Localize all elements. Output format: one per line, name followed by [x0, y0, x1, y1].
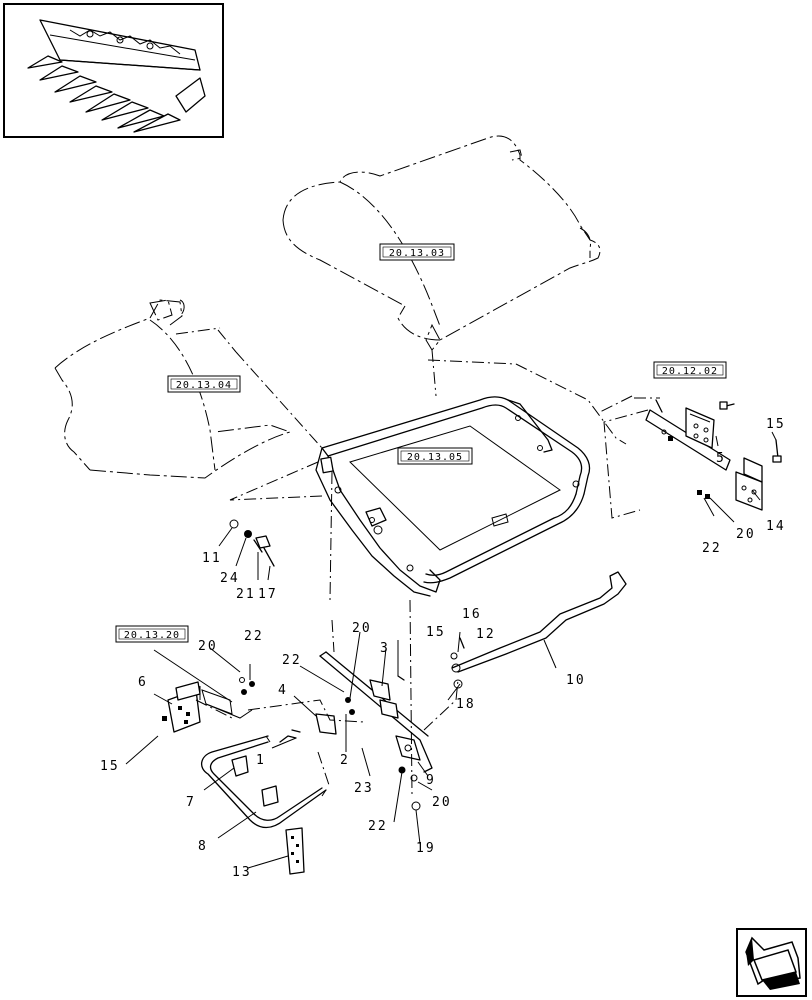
bolts-right — [668, 401, 782, 499]
callout-17: 17 — [258, 587, 278, 602]
shield-20-13-20 — [201, 677, 255, 719]
callout-15-center: 15 — [426, 625, 446, 640]
bracket-6 — [162, 681, 201, 733]
callout-20-upper-left: 20 — [198, 639, 218, 654]
plate-13 — [285, 827, 305, 875]
callout-10: 10 — [566, 673, 586, 688]
callout-2: 2 — [340, 753, 350, 768]
callout-19: 19 — [416, 841, 436, 856]
callout-9: 9 — [426, 773, 436, 788]
callout-20-center: 20 — [352, 621, 372, 636]
ref-label: 20.12.02 — [662, 366, 718, 377]
side-shield-phantom — [54, 299, 292, 479]
callout-18: 18 — [456, 697, 476, 712]
callout-22-lower: 22 — [368, 819, 388, 834]
callout-22-center: 22 — [282, 653, 302, 668]
hood-phantom — [282, 135, 601, 351]
handle-8 — [201, 735, 327, 829]
ref-box-20-13-05[interactable]: 20.13.05 — [397, 447, 473, 465]
callout-21: 21 — [236, 587, 256, 602]
callout-7: 7 — [186, 795, 196, 810]
callout-23: 23 — [354, 781, 374, 796]
ref-label: 20.13.05 — [407, 452, 463, 463]
main-frame — [315, 396, 591, 597]
callout-14: 14 — [766, 519, 786, 534]
ref-box-20-13-03[interactable]: 20.13.03 — [379, 243, 455, 261]
callout-15-left: 15 — [100, 759, 120, 774]
leader-lines — [125, 431, 777, 869]
ref-label: 20.13.03 — [389, 248, 445, 259]
lower-bracket — [279, 651, 433, 811]
callout-20-right: 20 — [736, 527, 756, 542]
bracket-14 — [735, 457, 763, 511]
callout-1: 1 — [256, 753, 266, 768]
ref-box-20-13-20[interactable]: 20.13.20 — [115, 625, 189, 643]
callout-22-right: 22 — [702, 541, 722, 556]
callout-6: 6 — [138, 675, 148, 690]
callout-13: 13 — [232, 865, 252, 880]
callout-5: 5 — [716, 451, 726, 466]
assembly-lines — [175, 327, 660, 795]
callout-11: 11 — [202, 551, 222, 566]
callout-12: 12 — [476, 627, 496, 642]
thumbnail-header-illustration — [27, 19, 206, 133]
callout-15-right: 15 — [766, 417, 786, 432]
callout-20-lower: 20 — [432, 795, 452, 810]
header-thumbnail — [3, 3, 224, 138]
ref-box-20-12-02[interactable]: 20.12.02 — [653, 361, 727, 379]
callout-8: 8 — [198, 839, 208, 854]
callout-24: 24 — [220, 571, 240, 586]
callout-22-upper-left: 22 — [244, 629, 264, 644]
ref-box-20-13-04[interactable]: 20.13.04 — [167, 375, 241, 393]
fasteners-left — [229, 519, 275, 567]
callout-4: 4 — [278, 683, 288, 698]
ref-label: 20.13.04 — [176, 380, 232, 391]
next-page-icon[interactable] — [736, 928, 807, 997]
rod-10 — [397, 571, 627, 689]
ref-label: 20.13.20 — [124, 630, 180, 641]
callout-16: 16 — [462, 607, 482, 622]
callout-labels: 11 24 21 17 15 5 22 20 14 20 22 6 15 20 … — [100, 417, 786, 880]
plate-5 — [645, 399, 731, 471]
callout-3: 3 — [380, 641, 390, 656]
